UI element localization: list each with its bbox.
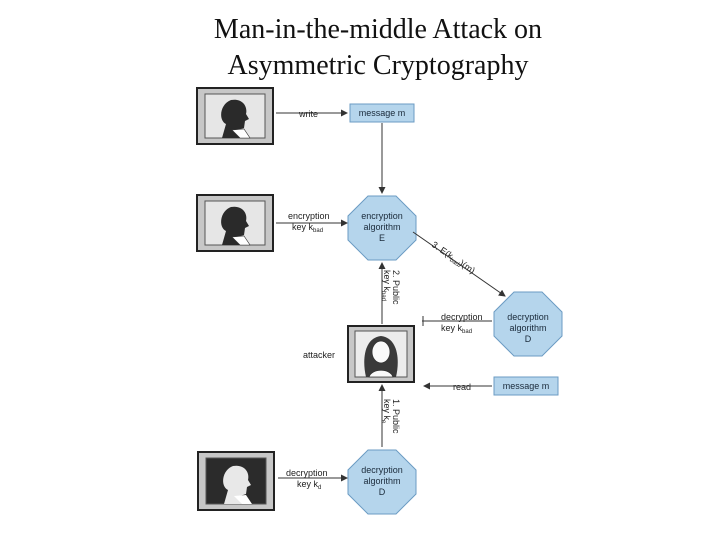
receiver-portrait [197, 451, 275, 511]
title-line-1: Man-in-the-middle Attack on [213, 14, 543, 45]
step-2-label-line-2: key kbad [380, 270, 392, 301]
step-3-label: 3. E(kbad)(m) [429, 239, 477, 277]
message-top-label: message m [359, 108, 406, 118]
encryption-key-label-line-2: key kbad [292, 222, 323, 234]
encryption-key-label-line-1: encryption [288, 211, 330, 221]
decryption-right-line-2: algorithm [509, 323, 546, 333]
sender-portrait-2 [196, 194, 274, 252]
write-label: write [298, 109, 318, 119]
decryption-algorithm-node-right: decryption algorithm D [493, 291, 563, 357]
slide-title: Man-in-the-middle Attack on Asymmetric C… [0, 12, 720, 84]
message-right-label: message m [503, 381, 550, 391]
step-2-label-line-1: 2. Public [391, 270, 401, 305]
decryption-bottom-line-2: algorithm [363, 476, 400, 486]
decryption-algorithm-node-bottom: decryption algorithm D [347, 449, 417, 515]
encryption-algorithm-node: encryption algorithm E [347, 195, 417, 261]
attacker-portrait [347, 325, 415, 383]
title-line-2: Asymmetric Cryptography [227, 50, 529, 81]
decryption-bottom-line-3: D [379, 487, 386, 497]
decryption-key-bad-line-2: key kbad [441, 323, 472, 335]
read-label: read [453, 382, 471, 392]
decryption-right-line-1: decryption [507, 312, 549, 322]
sender-portrait-1 [196, 87, 274, 145]
decryption-key-d-line-2: key kd [297, 479, 321, 491]
encryption-node-line-1: encryption [361, 211, 403, 221]
message-box-right: message m [493, 376, 559, 396]
decryption-right-line-3: D [525, 334, 532, 344]
encryption-node-line-3: E [379, 233, 385, 243]
step-1-label-line-2: key ke [380, 399, 392, 424]
ciphertext-arrow [412, 231, 506, 297]
decryption-bottom-line-1: decryption [361, 465, 403, 475]
attacker-label: attacker [303, 350, 335, 360]
step-1-label-line-1: 1. Public [391, 399, 401, 434]
decryption-key-d-line-1: decryption [286, 468, 328, 478]
decryption-key-bad-line-1: decryption [441, 312, 483, 322]
encryption-node-line-2: algorithm [363, 222, 400, 232]
message-box-top: message m [349, 103, 415, 123]
